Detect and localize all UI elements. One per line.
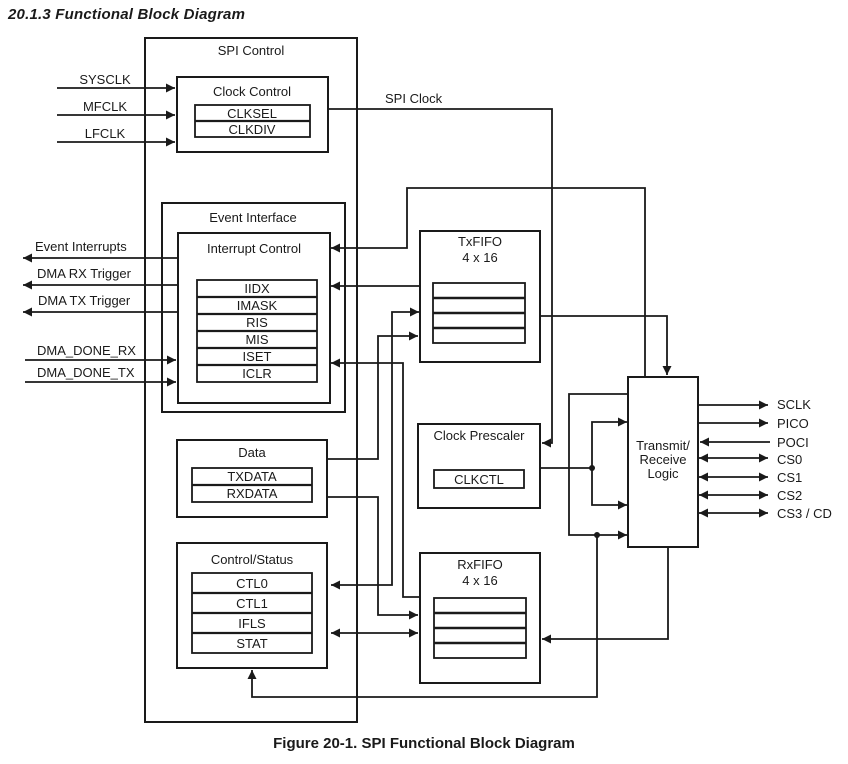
wires: [23, 83, 770, 698]
event-interface-box: [161, 202, 346, 413]
wire-status-to-controlstatus: [247, 535, 598, 698]
signal-label-event-interrupts: Event Interrupts: [35, 239, 127, 254]
signal-label-mfclk: MFCLK: [83, 99, 127, 114]
event-interface-title: Event Interface: [209, 210, 296, 225]
data-title: Data: [238, 445, 266, 460]
wire-spi-clock: [328, 108, 553, 448]
trlogic-title-line2: Receive: [640, 452, 687, 467]
rxfifo-title: RxFIFO: [457, 557, 503, 572]
signal-label-spi-clock: SPI Clock: [385, 91, 443, 106]
signal-label-sclk: SCLK: [777, 397, 811, 412]
signal-label-cs1: CS1: [777, 470, 802, 485]
section-heading: 20.1.3 Functional Block Diagram: [8, 6, 246, 23]
clock-control-title: Clock Control: [213, 84, 291, 99]
txfifo-size: 4 x 16: [462, 250, 497, 265]
wire-prescaler-tr-lower: [591, 468, 627, 510]
register-label-ris: RIS: [246, 315, 268, 330]
spi-control-title: SPI Control: [218, 43, 285, 58]
register-label-ctl1: CTL1: [236, 596, 268, 611]
figure-caption: Figure 20-1. SPI Functional Block Diagra…: [273, 735, 575, 752]
signal-label-poci: POCI: [777, 435, 809, 450]
wire-txdata-to-txfifo: [327, 331, 418, 460]
junction-dot: [594, 532, 600, 538]
register-label-ctl0: CTL0: [236, 576, 268, 591]
signal-label-cs3-cd: CS3 / CD: [777, 506, 832, 521]
clock-control-box: [176, 76, 329, 153]
rxfifo-size: 4 x 16: [462, 573, 497, 588]
junction-dot: [589, 465, 595, 471]
signal-label-sysclk: SYSCLK: [79, 72, 131, 87]
rxfifo-box: [419, 552, 541, 684]
clkctl-register-box: [433, 469, 525, 489]
register-label-iset: ISET: [243, 349, 272, 364]
signal-label-dma-tx-trigger: DMA TX Trigger: [38, 293, 131, 308]
control-status-title: Control/Status: [211, 552, 294, 567]
clock-prescaler-box: [417, 423, 541, 509]
register-label-mis: MIS: [245, 332, 268, 347]
wire-txfifo-to-trlogic: [540, 315, 672, 375]
register-label-iclr: ICLR: [242, 366, 272, 381]
signal-label-dma-done-rx: DMA_DONE_RX: [37, 343, 136, 358]
blocks: [144, 37, 699, 723]
signal-label-lfclk: LFCLK: [85, 126, 126, 141]
signal-label-dma-rx-trigger: DMA RX Trigger: [37, 266, 132, 281]
trlogic-title-line1: Transmit/: [636, 438, 690, 453]
wire-prescaler-tr-upper: [591, 417, 627, 468]
register-label-clksel: CLKSEL: [227, 106, 277, 121]
data-box: [176, 439, 328, 518]
signal-label-cs2: CS2: [777, 488, 802, 503]
signal-label-cs0: CS0: [777, 452, 802, 467]
wire-trlogic-to-interrupt: [331, 187, 646, 377]
wire-trlogic-loop: [568, 393, 628, 536]
register-label-imask: IMASK: [237, 298, 278, 313]
txfifo-box: [419, 230, 541, 363]
signal-label-dma-done-tx: DMA_DONE_TX: [37, 365, 135, 380]
signal-label-pico: PICO: [777, 416, 809, 431]
control-status-box: [176, 542, 328, 669]
spi-control-box: [144, 37, 358, 723]
interrupt-control-title: Interrupt Control: [207, 241, 301, 256]
wire-trlogic-to-rxfifo: [542, 547, 669, 644]
transmit-receive-logic-box: [627, 376, 699, 548]
register-label-stat: STAT: [236, 636, 267, 651]
labels: SPI Control Clock Control CLKSEL CLKDIV …: [35, 43, 832, 651]
wire-txfifo-ctl0: [331, 307, 419, 590]
register-label-iidx: IIDX: [244, 281, 270, 296]
register-label-ifls: IFLS: [238, 616, 266, 631]
register-label-txdata: TXDATA: [227, 469, 277, 484]
register-label-clkctl: CLKCTL: [454, 472, 504, 487]
interrupt-control-box: [177, 232, 331, 404]
clock-prescaler-title: Clock Prescaler: [433, 428, 525, 443]
trlogic-title-line3: Logic: [647, 466, 679, 481]
register-label-clkdiv: CLKDIV: [229, 122, 276, 137]
txfifo-title: TxFIFO: [458, 234, 502, 249]
register-label-rxdata: RXDATA: [227, 486, 278, 501]
